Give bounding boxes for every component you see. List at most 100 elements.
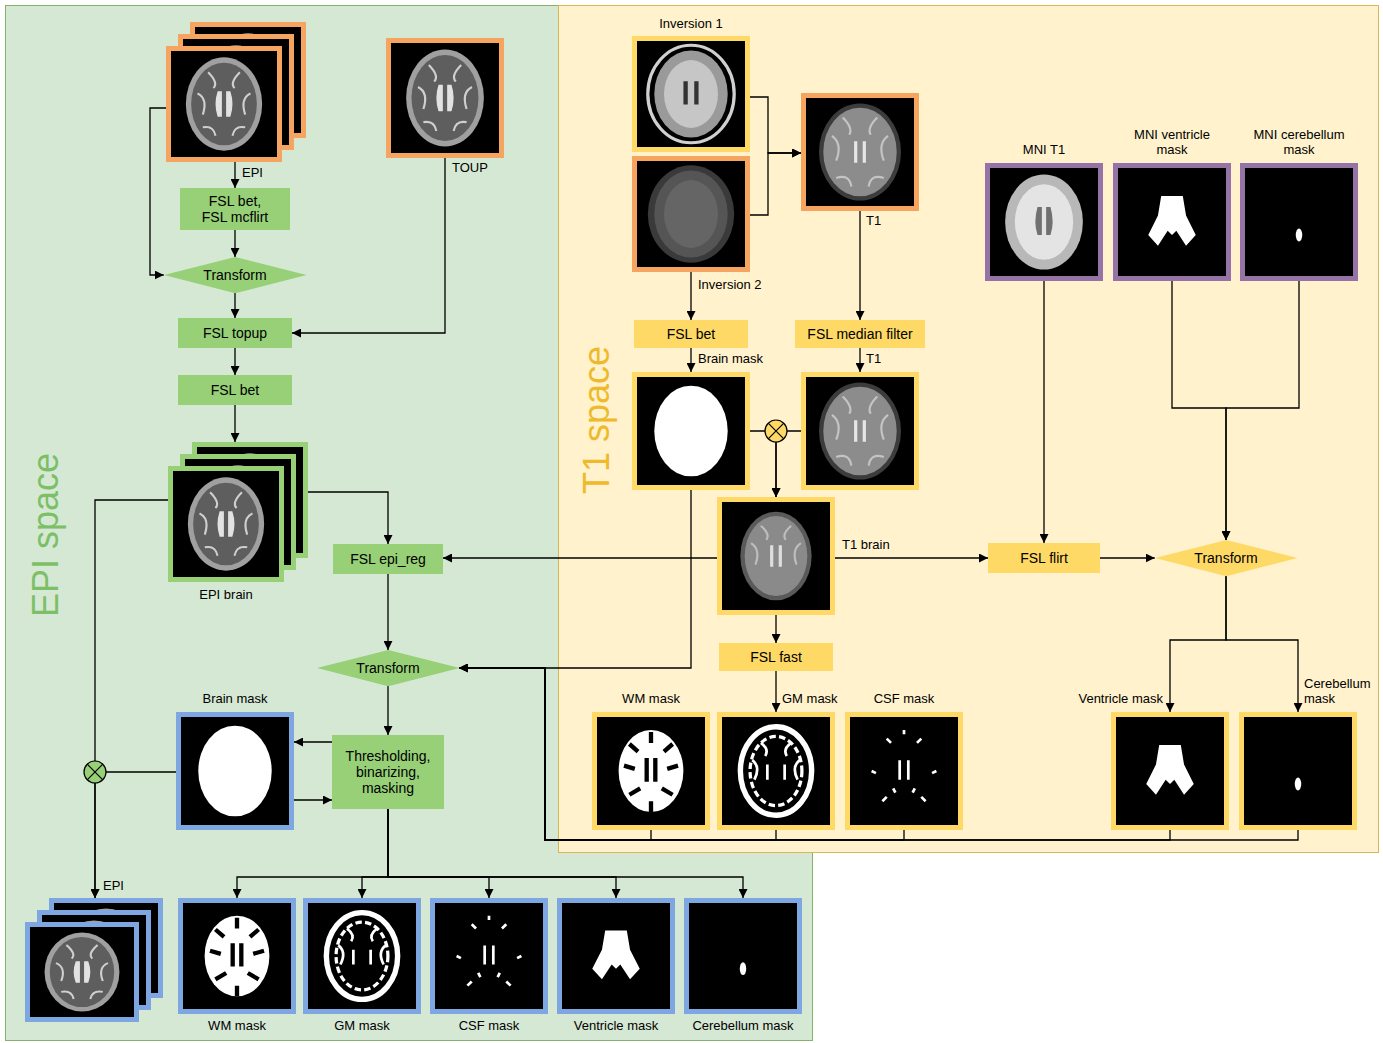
image-frame bbox=[557, 898, 675, 1014]
brain-image bbox=[1118, 168, 1226, 276]
arrow-connector bbox=[1100, 557, 1155, 558]
brain-image bbox=[171, 51, 277, 157]
image-label: Brain mask bbox=[202, 692, 267, 707]
brain-image-content bbox=[181, 717, 289, 825]
arrow-connector bbox=[294, 741, 332, 742]
image-frame bbox=[801, 372, 919, 490]
image-label: WM mask bbox=[622, 692, 680, 707]
process-box: Thresholding, binarizing, masking bbox=[332, 735, 444, 809]
process-box: FSL bet bbox=[634, 320, 748, 348]
arrow-connector bbox=[459, 668, 904, 840]
image-label: T1 brain bbox=[842, 538, 890, 553]
arrow-connector bbox=[459, 490, 691, 668]
arrow-connector bbox=[1043, 281, 1044, 543]
image-panel: TOUP bbox=[386, 38, 504, 158]
box-text: Transform bbox=[356, 660, 419, 676]
box-text: Thresholding, binarizing, masking bbox=[341, 748, 436, 796]
image-panel: GM mask bbox=[303, 898, 421, 1014]
brain-image bbox=[181, 717, 289, 825]
brain-image-content bbox=[806, 98, 914, 206]
arrow-connector bbox=[690, 272, 691, 320]
box-text: FSL epi_reg bbox=[350, 551, 426, 567]
box-text: FSL median filter bbox=[807, 326, 912, 342]
brain-image-content bbox=[308, 903, 416, 1009]
image-panel: Inversion 2 bbox=[632, 156, 750, 272]
image-label: EPI bbox=[103, 879, 124, 894]
image-label: T1 bbox=[866, 352, 881, 367]
diamond-shape bbox=[164, 257, 307, 293]
arrow-connector bbox=[459, 668, 1170, 840]
region-title: EPI space bbox=[28, 453, 64, 617]
arrow-connector bbox=[388, 809, 616, 898]
epi-region-ground bbox=[6, 6, 813, 1041]
image-panel: Brain mask bbox=[176, 712, 294, 830]
brain-image-content bbox=[597, 717, 705, 825]
arrow-connector bbox=[690, 348, 691, 372]
image-panel: CSF mask bbox=[845, 712, 963, 830]
image-panel: MNI cerebellum mask bbox=[1240, 163, 1358, 281]
image-label: TOUP bbox=[452, 161, 488, 176]
image-frame bbox=[632, 156, 750, 272]
box-text: FSL fast bbox=[750, 649, 802, 665]
process-box: FSL epi_reg bbox=[333, 544, 443, 574]
image-label: Inversion 1 bbox=[659, 17, 723, 32]
brain-image bbox=[1116, 717, 1224, 825]
image-frame bbox=[1113, 163, 1231, 281]
brain-image bbox=[1245, 168, 1353, 276]
image-panel: WM mask bbox=[178, 898, 296, 1014]
brain-image bbox=[308, 903, 416, 1009]
arrow-connector bbox=[292, 158, 445, 333]
arrow-connector bbox=[1170, 576, 1226, 712]
brain-image bbox=[30, 927, 134, 1017]
brain-image bbox=[722, 717, 830, 825]
image-frame bbox=[592, 712, 710, 830]
image-panel: GM mask bbox=[717, 712, 835, 830]
process-box: FSL fast bbox=[719, 643, 833, 671]
image-frame bbox=[632, 36, 750, 152]
brain-image bbox=[637, 377, 745, 485]
image-frame bbox=[303, 898, 421, 1014]
image-panel: Inversion 1 bbox=[632, 36, 750, 152]
image-panel: T1 bbox=[801, 372, 919, 490]
image-frame bbox=[717, 497, 835, 615]
arrow-connector bbox=[234, 405, 235, 442]
box-text: Transform bbox=[1194, 550, 1257, 566]
arrow-connector bbox=[362, 809, 388, 898]
image-panel: T1 brain bbox=[717, 497, 835, 615]
multiply-cross bbox=[768, 423, 784, 439]
arrow-connector bbox=[294, 799, 332, 800]
arrow-connector bbox=[1226, 281, 1299, 540]
box-text: FSL bet bbox=[667, 326, 716, 342]
image-frame bbox=[176, 712, 294, 830]
image-frame bbox=[801, 93, 919, 211]
image-panel: T1 bbox=[801, 93, 919, 211]
transform-diamond: Transform bbox=[1155, 540, 1298, 576]
brain-image bbox=[990, 168, 1098, 276]
brain-image bbox=[1244, 717, 1352, 825]
brain-image-content bbox=[637, 161, 745, 267]
brain-image-content bbox=[391, 43, 499, 153]
image-label: CSF mask bbox=[459, 1019, 520, 1034]
brain-image-content bbox=[173, 471, 279, 577]
image-frame bbox=[430, 898, 548, 1014]
brain-image bbox=[173, 471, 279, 577]
t1-region-ground bbox=[559, 6, 1379, 853]
brain-image bbox=[435, 903, 543, 1009]
brain-image-content bbox=[637, 377, 745, 485]
box-text: Transform bbox=[203, 267, 266, 283]
brain-image bbox=[183, 903, 291, 1009]
space-region: T1 spaceInversion 1Inversion 2T1FSL betF… bbox=[558, 5, 1378, 852]
image-panel: Cerebellum mask bbox=[684, 898, 802, 1014]
brain-image bbox=[562, 903, 670, 1009]
arrow-connector bbox=[1172, 281, 1226, 540]
image-label: CSF mask bbox=[874, 692, 935, 707]
process-box: FSL topup bbox=[178, 318, 292, 348]
image-panel: EPI bbox=[166, 22, 306, 162]
brain-image-content bbox=[183, 903, 291, 1009]
brain-image bbox=[597, 717, 705, 825]
arrow-connector bbox=[750, 97, 801, 153]
arrow-connector bbox=[95, 772, 176, 898]
process-box: FSL flirt bbox=[988, 543, 1100, 573]
